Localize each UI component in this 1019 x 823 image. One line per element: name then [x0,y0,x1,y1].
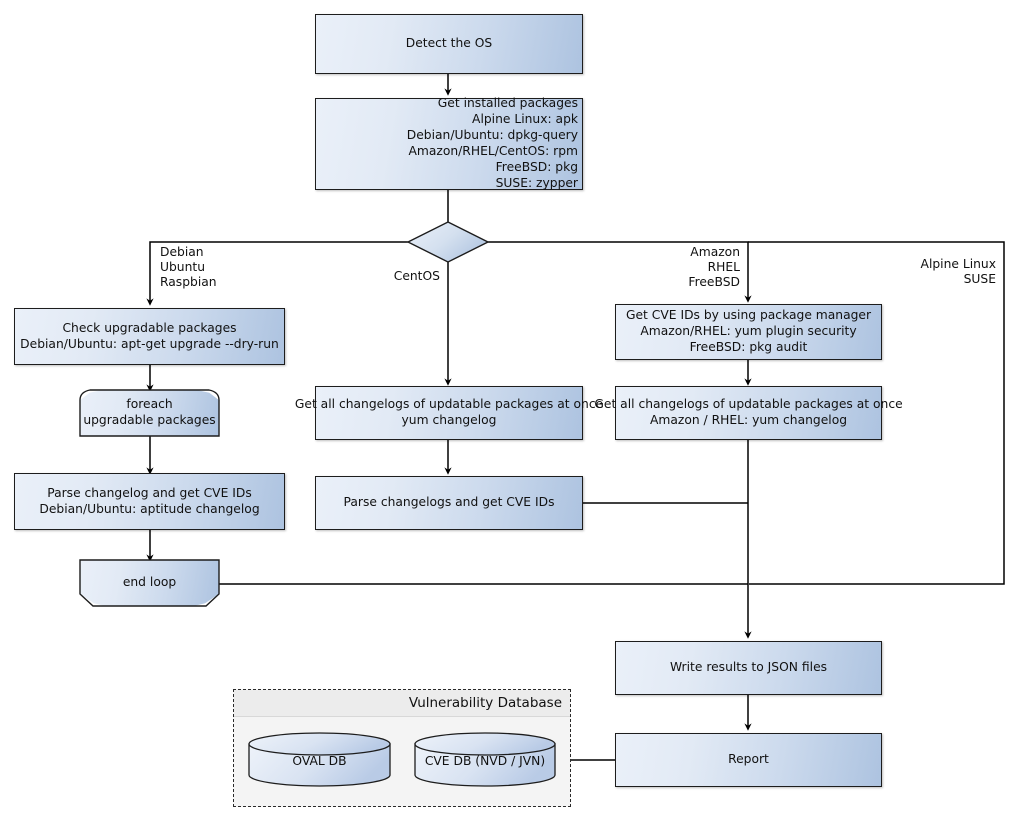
node-write-json-label: Write results to JSON files [669,660,828,674]
edge-label-centos: CentOS [393,269,440,283]
node-end-loop-label: end loop [122,575,177,589]
node-foreach-loop-label: foreach upgradable packages [83,397,216,427]
vulnerability-database-title: Vulnerability Database [234,690,570,717]
node-foreach-loop[interactable]: foreach upgradable packages [80,390,219,436]
node-report-label: Report [728,752,769,766]
node-get-installed-packages-label: Get installed packages Alpine Linux: apk… [406,96,578,190]
node-detect-os[interactable]: Detect the OS [315,14,583,74]
node-report[interactable]: Report [615,733,882,787]
vulnerability-database-title-label: Vulnerability Database [408,695,562,711]
node-parse-changelogs-centos[interactable]: Parse changelogs and get CVE IDs [315,476,583,530]
node-check-upgradable[interactable]: Check upgradable packages Debian/Ubuntu:… [14,308,285,365]
node-get-cve-pkgmgr-label: Get CVE IDs by using package manager Ama… [625,308,872,354]
node-changelogs-rhel[interactable]: Get all changelogs of updatable packages… [594,386,903,440]
node-get-installed-packages[interactable]: Get installed packages Alpine Linux: apk… [315,96,583,190]
node-check-upgradable-label: Check upgradable packages Debian/Ubuntu:… [20,320,279,351]
node-parse-changelog-debian-label: Parse changelog and get CVE IDs Debian/U… [39,485,260,516]
oval-db-label: OVAL DB [292,754,347,768]
node-end-loop[interactable]: end loop [80,560,219,606]
node-changelogs-centos-label: Get all changelogs of updatable packages… [294,397,604,427]
node-changelogs-centos[interactable]: Get all changelogs of updatable packages… [295,386,603,440]
node-changelogs-rhel-label: Get all changelogs of updatable packages… [594,397,903,427]
node-get-cve-pkgmgr[interactable]: Get CVE IDs by using package manager Ama… [615,304,882,360]
node-detect-os-label: Detect the OS [405,36,493,50]
node-parse-changelog-debian[interactable]: Parse changelog and get CVE IDs Debian/U… [14,473,285,530]
cve-db-label: CVE DB (NVD / JVN) [424,754,546,768]
vulnerability-database-group: Vulnerability Database [233,689,571,807]
node-write-json[interactable]: Write results to JSON files [615,641,882,695]
node-parse-changelogs-centos-label: Parse changelogs and get CVE IDs [343,495,555,509]
decision-diamond [406,221,490,263]
